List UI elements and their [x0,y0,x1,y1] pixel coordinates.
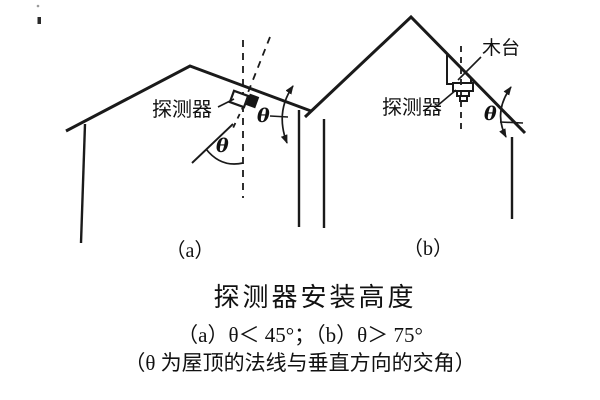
scan-speck [37,17,41,24]
house-b-roof [303,14,527,135]
detector-a-body [228,89,250,109]
figure-title: 探测器安装高度 [213,283,417,312]
roof-normal-line-a-mid [232,104,245,129]
figure-note: （θ 为屋顶的法线与垂直方向的交角） [124,351,476,375]
panel-b [303,14,527,228]
eave-tick-b [499,121,524,124]
figure-caption: 探测器安装高度 （a）θ＜ 45°；（b）θ＞ 75° （θ 为屋顶的法线与垂直… [0,283,600,376]
detector-b-label: 探测器 [382,96,442,119]
eave-tick-a [269,115,289,118]
roof-detector-diagram: 探测器 θ θ 探测器 木台 θ （a） （b） [36,4,527,262]
house-a-left-wall [79,123,87,244]
wood-base-leader-line [457,56,482,81]
theta-lower-a-label: θ [216,135,229,157]
detector-a-shadow [245,93,260,109]
detector-b-flange [452,82,474,92]
theta-eave-a-label: θ [257,105,270,127]
detector-a-leader-line [217,98,235,108]
panel-a-sublabel: （a） [166,239,215,262]
detector-b-tip [459,95,468,102]
wood-base-label: 木台 [482,37,520,59]
panel-a [65,36,312,244]
roof-normal-line-a-upper [246,36,271,96]
eave-angle-arrow-a [280,85,294,144]
house-a-roof [65,64,312,133]
figure-conditions: （a）θ＜ 45°；（b）θ＞ 75° [177,323,423,347]
detector-a [228,89,260,109]
theta-eave-b-label: θ [484,103,497,125]
theta-arc-a [205,148,244,165]
detector-b [452,82,474,102]
eave-angle-arrow-b [499,86,512,138]
scan-speck [36,4,40,8]
detector-b-leader-line [436,89,457,107]
panel-b-sublabel: （b） [403,237,453,260]
roof-normal-line-a-lower [191,123,234,164]
detector-a-label: 探测器 [152,98,212,121]
